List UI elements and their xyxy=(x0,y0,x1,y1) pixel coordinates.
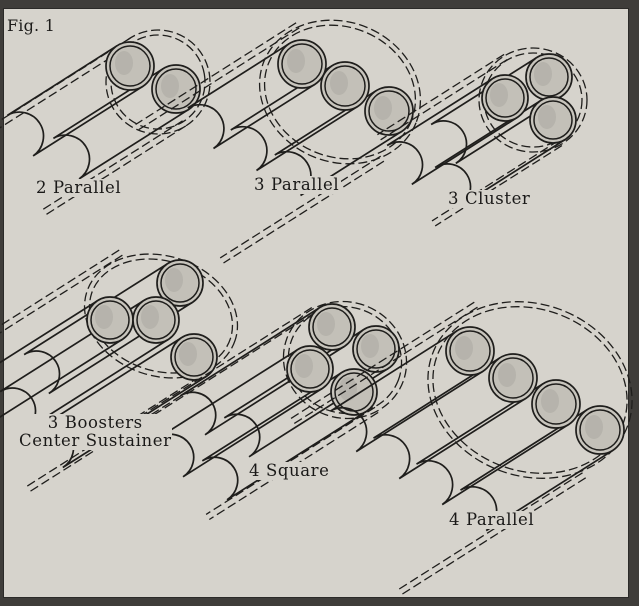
fairing-dashed-line xyxy=(220,156,381,258)
engine-ring-shadow xyxy=(538,105,556,129)
engine-ring-shadow xyxy=(498,363,516,387)
engine-ring-shadow xyxy=(179,342,197,366)
engine-ring-shadow xyxy=(361,334,379,358)
fairing-dashed-line xyxy=(47,126,186,214)
fairing-dashed-line xyxy=(397,473,583,591)
engine-ring-shadow xyxy=(165,268,183,292)
fairing-dashed-line xyxy=(400,478,586,596)
label-3-parallel: 3 Parallel xyxy=(252,176,341,194)
config-3-parallel xyxy=(136,0,443,263)
engine-ring-shadow xyxy=(374,96,392,120)
label-4-square: 4 Square xyxy=(247,462,332,480)
engine-ring-shadow xyxy=(141,305,159,329)
figure-label: Fig. 1 xyxy=(7,16,55,35)
engine-ring-shadow xyxy=(295,354,313,378)
engine-ring-shadow xyxy=(455,336,473,360)
label-3-cluster: 3 Cluster xyxy=(446,190,532,208)
engine-ring-shadow xyxy=(534,62,552,86)
engine-ring-shadow xyxy=(115,51,133,75)
label-3-boosters: 3 Boosters Center Sustainer xyxy=(17,414,174,450)
label-2-parallel: 2 Parallel xyxy=(34,179,123,197)
label-3-boosters-line1: 3 Boosters xyxy=(19,414,172,432)
engine-ring-shadow xyxy=(541,389,559,413)
engine-ring-shadow xyxy=(95,305,113,329)
label-4-parallel: 4 Parallel xyxy=(447,511,536,529)
label-3-boosters-line2: Center Sustainer xyxy=(19,432,172,450)
engine-ring-shadow xyxy=(330,71,348,95)
engine-ring-shadow xyxy=(317,312,335,336)
engine-ring-shadow xyxy=(287,49,305,73)
engine-ring-shadow xyxy=(161,74,179,98)
engine-ring-shadow xyxy=(490,83,508,107)
fairing-dashed-line xyxy=(432,141,559,221)
engine-ring-shadow xyxy=(585,415,603,439)
engine-ring-shadow xyxy=(339,377,357,401)
config-4-square xyxy=(143,284,423,519)
